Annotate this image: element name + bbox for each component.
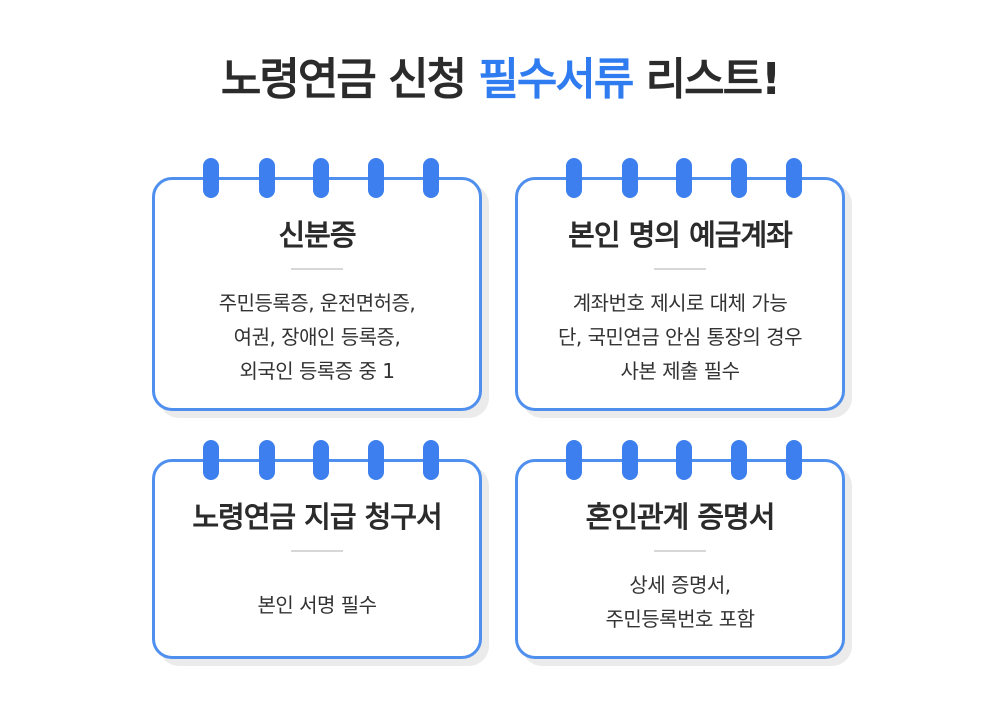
binder-ring-icon [423, 158, 439, 198]
card-divider [654, 268, 706, 270]
card-divider [291, 268, 343, 270]
binder-rings [518, 440, 842, 480]
binder-ring-icon [566, 440, 582, 480]
binder-rings [518, 158, 842, 198]
card-body: 계좌번호 제시로 대체 가능 단, 국민연금 안심 통장의 경우 사본 제출 필… [528, 286, 832, 388]
card-body: 주민등록증, 운전면허증, 여권, 장애인 등록증, 외국인 등록증 중 1 [165, 286, 469, 388]
binder-ring-icon [368, 440, 384, 480]
card-body-line: 본인 서명 필수 [257, 593, 377, 617]
binder-ring-icon [368, 158, 384, 198]
binder-ring-icon [676, 440, 692, 480]
page-title: 노령연금 신청 필수서류 리스트! [0, 48, 1000, 112]
binder-ring-icon [622, 440, 638, 480]
binder-ring-icon [203, 440, 219, 480]
title-tail: 리스트! [632, 54, 782, 105]
card-body: 본인 서명 필수 [165, 588, 469, 622]
card-body-line: 계좌번호 제시로 대체 가능 [572, 291, 788, 315]
binder-ring-icon [259, 158, 275, 198]
binder-ring-icon [786, 158, 802, 198]
card-body-line: 주민등록증, 운전면허증, [218, 291, 416, 315]
title-lead: 노령연금 신청 [220, 54, 479, 105]
card-body-line: 상세 증명서, [629, 573, 731, 597]
card-body-line: 여권, 장애인 등록증, [233, 325, 401, 349]
card-pension-claim-form: 노령연금 지급 청구서 본인 서명 필수 [152, 440, 482, 659]
card-body-line: 외국인 등록증 중 1 [239, 359, 395, 383]
title-accent: 필수서류 [478, 54, 634, 105]
binder-ring-icon [731, 158, 747, 198]
binder-ring-icon [313, 158, 329, 198]
card-id-card: 신분증 주민등록증, 운전면허증, 여권, 장애인 등록증, 외국인 등록증 중… [152, 158, 482, 411]
card-body-line: 주민등록번호 포함 [605, 607, 755, 631]
card-body-line: 단, 국민연금 안심 통장의 경우 [557, 325, 803, 349]
binder-rings [155, 158, 479, 198]
binder-ring-icon [259, 440, 275, 480]
binder-ring-icon [423, 440, 439, 480]
card-marriage-certificate: 혼인관계 증명서 상세 증명서, 주민등록번호 포함 [515, 440, 845, 659]
card-heading: 신분증 [278, 218, 356, 252]
card-body: 상세 증명서, 주민등록번호 포함 [528, 568, 832, 636]
card-heading: 본인 명의 예금계좌 [568, 218, 793, 252]
binder-ring-icon [203, 158, 219, 198]
binder-ring-icon [622, 158, 638, 198]
card-body-line: 사본 제출 필수 [620, 359, 740, 383]
binder-ring-icon [313, 440, 329, 480]
binder-ring-icon [786, 440, 802, 480]
binder-ring-icon [676, 158, 692, 198]
binder-ring-icon [731, 440, 747, 480]
card-heading: 혼인관계 증명서 [585, 500, 776, 534]
card-heading: 노령연금 지급 청구서 [192, 500, 442, 534]
card-divider [291, 550, 343, 552]
binder-rings [155, 440, 479, 480]
card-bank-account: 본인 명의 예금계좌 계좌번호 제시로 대체 가능 단, 국민연금 안심 통장의… [515, 158, 845, 411]
card-divider [654, 550, 706, 552]
binder-ring-icon [566, 158, 582, 198]
